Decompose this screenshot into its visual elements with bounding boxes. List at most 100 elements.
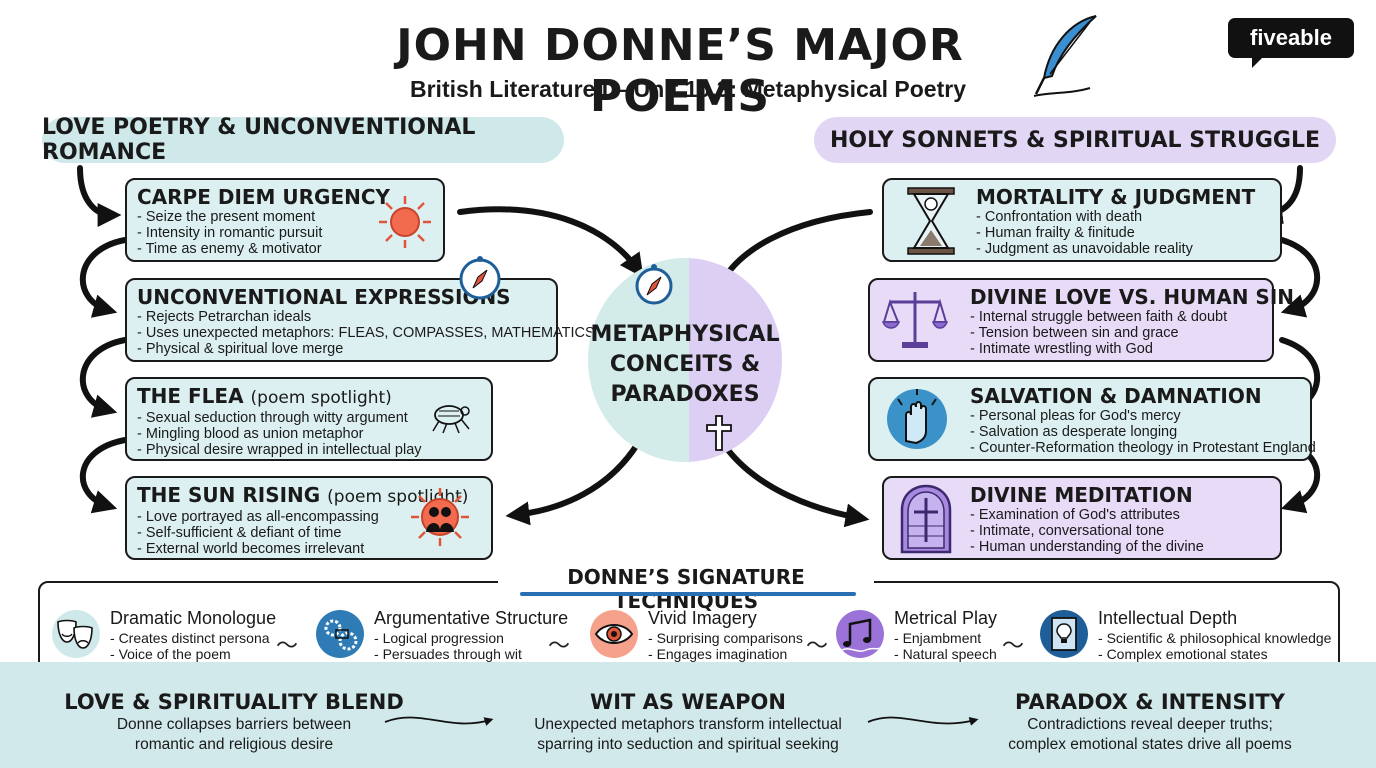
card-point: External world becomes irrelevant bbox=[137, 541, 481, 557]
love-poetry-banner: LOVE POETRY & UNCONVENTIONAL ROMANCE bbox=[42, 115, 564, 165]
hub-arrow-to-meditation bbox=[725, 447, 870, 528]
hub-arrow-from-carpe bbox=[457, 206, 644, 278]
hub-label-line: CONCEITS & bbox=[609, 352, 761, 377]
technique-name: Vivid Imagery bbox=[648, 608, 757, 628]
card-point: Love portrayed as all-encompassing bbox=[137, 509, 481, 525]
tilde-connector: 〜 bbox=[1002, 634, 1025, 659]
gears-icon bbox=[316, 610, 364, 658]
techniques-underline bbox=[520, 592, 856, 596]
flow-arrow-right-2 bbox=[1279, 237, 1321, 318]
card-point: Human understanding of the divine bbox=[970, 539, 1270, 555]
card-divine-love: DIVINE LOVE VS. HUMAN SIN Internal strug… bbox=[868, 278, 1295, 362]
flow-arrow-left-1 bbox=[77, 165, 122, 227]
card-point: Intimate wrestling with God bbox=[970, 341, 1262, 357]
hub-compass-icon bbox=[635, 264, 673, 305]
summary-text: romantic and religious desire bbox=[134, 736, 334, 753]
technique-point: Creates distinct persona bbox=[110, 630, 270, 646]
card-point: Salvation as desperate longing bbox=[970, 424, 1300, 440]
summary-text: Donne collapses barriers between bbox=[116, 716, 352, 733]
card-point: Time as enemy & motivator bbox=[137, 241, 433, 257]
flow-arrow-left-2 bbox=[79, 237, 128, 318]
page-subtitle: British Literature I – Unit 10.3: Metaph… bbox=[410, 76, 966, 102]
card-point: Intensity in romantic pursuit bbox=[137, 225, 433, 241]
cross-icon bbox=[706, 415, 732, 451]
card-point: Self-sufficient & defiant of time bbox=[137, 525, 481, 541]
tilde-connector: 〜 bbox=[806, 634, 829, 659]
summary-text: Contradictions reveal deeper truths; bbox=[1027, 716, 1273, 733]
card-mortality: MORTALITY & JUDGMENT Confrontation with … bbox=[882, 178, 1282, 262]
hub-label-line: PARADOXES bbox=[610, 382, 760, 407]
card-title: UNCONVENTIONAL EXPRESSIONS bbox=[137, 285, 511, 309]
compass-icon bbox=[459, 256, 501, 300]
card-title: CARPE DIEM URGENCY bbox=[137, 185, 391, 209]
summary-wit-weapon: WIT AS WEAPON Unexpected metaphors trans… bbox=[500, 690, 876, 754]
technique-point: Engages imagination bbox=[648, 646, 803, 662]
technique-point: Natural speech bbox=[894, 646, 997, 662]
music-notes-icon bbox=[836, 610, 884, 658]
quill-icon bbox=[1033, 15, 1097, 97]
card-point: Physical desire wrapped in intellectual … bbox=[137, 442, 481, 458]
card-point: Uses unexpected metaphors: FLEAS, COMPAS… bbox=[137, 325, 595, 341]
technique-point: Voice of the poem bbox=[110, 646, 270, 662]
card-title: SALVATION & DAMNATION bbox=[970, 384, 1262, 408]
page-title: JOHN DONNE’S MAJOR POEMS bbox=[396, 20, 964, 122]
bottom-band bbox=[0, 662, 1376, 768]
holy-sonnets-banner: HOLY SONNETS & SPIRITUAL STRUGGLE bbox=[814, 117, 1336, 163]
sun-icon bbox=[379, 196, 431, 248]
technique-point: Enjambment bbox=[894, 630, 997, 646]
card-point: Rejects Petrarchan ideals bbox=[137, 309, 546, 325]
card-carpe-diem: CARPE DIEM URGENCY Seize the present mom… bbox=[125, 178, 445, 262]
scales-icon bbox=[882, 292, 948, 348]
summary-love-spirituality: LOVE & SPIRITUALITY BLEND Donne collapse… bbox=[60, 690, 408, 754]
flow-arrow-left-3 bbox=[79, 337, 128, 418]
book-lightbulb-icon bbox=[1040, 610, 1088, 658]
technique-point: Scientific & philosophical knowledge bbox=[1098, 630, 1332, 646]
hub-label: METAPHYSICAL CONCEITS & PARADOXES bbox=[588, 320, 782, 410]
card-point: Mingling blood as union metaphor bbox=[137, 426, 481, 442]
summary-title: WIT AS WEAPON bbox=[590, 690, 786, 714]
technique-name: Argumentative Structure bbox=[374, 608, 569, 628]
summary-title: PARADOX & INTENSITY bbox=[1015, 690, 1285, 714]
card-title: DIVINE MEDITATION bbox=[970, 483, 1193, 507]
card-point: Intimate, conversational tone bbox=[970, 523, 1270, 539]
card-title: THE FLEA bbox=[137, 384, 244, 408]
summary-text: sparring into seduction and spiritual se… bbox=[537, 736, 839, 753]
card-sun-rising: THE SUN RISING (poem spotlight) Love por… bbox=[125, 476, 493, 560]
summary-text: complex emotional states drive all poems bbox=[1008, 736, 1292, 753]
tilde-connector: 〜 bbox=[276, 634, 299, 659]
card-title: DIVINE LOVE VS. HUMAN SIN bbox=[970, 285, 1295, 309]
technique-name: Metrical Play bbox=[894, 608, 998, 628]
logo-tail bbox=[1252, 56, 1264, 68]
card-point: Physical & spiritual love merge bbox=[137, 341, 546, 357]
praying-hand-icon bbox=[887, 389, 947, 449]
card-unconventional: UNCONVENTIONAL EXPRESSIONS Rejects Petra… bbox=[125, 256, 595, 362]
card-divine-meditation: DIVINE MEDITATION Examination of God's a… bbox=[882, 476, 1282, 560]
card-title: THE SUN RISING bbox=[137, 483, 321, 507]
summary-paradox-intensity: PARADOX & INTENSITY Contradictions revea… bbox=[980, 690, 1320, 754]
hub-arrow-to-sun bbox=[505, 437, 643, 526]
card-point: Counter-Reformation theology in Protesta… bbox=[970, 440, 1316, 456]
card-point: Tension between sin and grace bbox=[970, 325, 1262, 341]
card-title: MORTALITY & JUDGMENT bbox=[976, 185, 1256, 209]
technique-name: Intellectual Depth bbox=[1098, 608, 1238, 628]
tilde-connector: 〜 bbox=[548, 634, 571, 659]
summary-text: Unexpected metaphors transform intellect… bbox=[534, 716, 842, 733]
spotlight-tag: (poem spotlight) bbox=[250, 388, 392, 408]
hub-label-line: METAPHYSICAL bbox=[590, 322, 780, 347]
card-point: Internal struggle between faith & doubt bbox=[970, 309, 1262, 325]
card-point: Sexual seduction through witty argument bbox=[137, 410, 481, 426]
theater-masks-icon bbox=[52, 610, 100, 658]
stained-glass-window-icon bbox=[900, 484, 952, 554]
technique-name: Dramatic Monologue bbox=[110, 608, 277, 628]
card-point: Seize the present moment bbox=[137, 209, 433, 225]
fiveable-logo: fiveable bbox=[1228, 18, 1354, 58]
lovers-sun-icon bbox=[411, 488, 469, 546]
hourglass-icon bbox=[907, 187, 955, 255]
card-point: Examination of God's attributes bbox=[970, 507, 1270, 523]
techniques-title: DONNE’S SIGNATURE TECHNIQUES bbox=[498, 565, 874, 613]
technique-point: Persuades through wit bbox=[374, 646, 522, 662]
card-point: Confrontation with death bbox=[976, 209, 1270, 225]
eye-icon bbox=[590, 610, 638, 658]
card-point: Personal pleas for God's mercy bbox=[970, 408, 1300, 424]
card-point: Human frailty & finitude bbox=[976, 225, 1270, 241]
